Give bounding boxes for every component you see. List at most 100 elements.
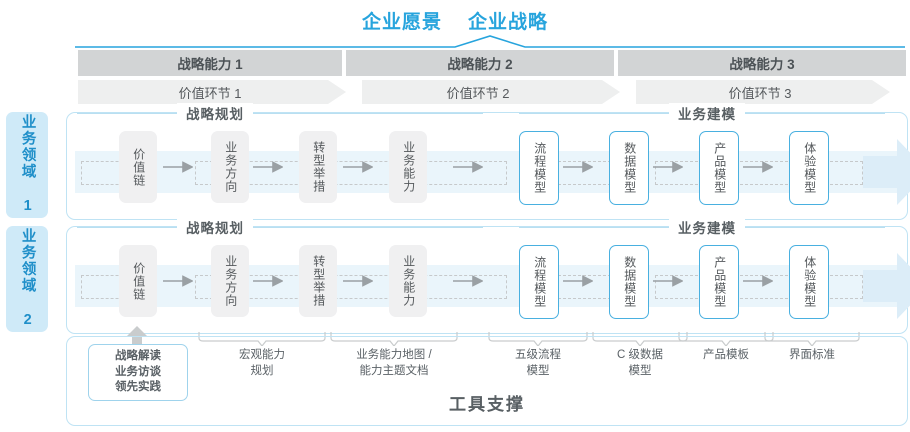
- tool-label-five-level-process: 五级流程 模型: [492, 348, 584, 379]
- tool-label-capability-map: 业务能力地图 / 能力主题文档: [336, 348, 452, 379]
- row-1-step-value-chain[interactable]: 价值链: [119, 131, 157, 203]
- row-2-dash-mid: [195, 275, 507, 299]
- capability-bar-row: 战略能力 1 战略能力 2 战略能力 3: [78, 50, 906, 76]
- row-1-dash-mid: [195, 161, 507, 185]
- bracket-ui-standard: [764, 332, 860, 346]
- title-caret-icon: [75, 35, 905, 48]
- bracket-macro-capability: [198, 332, 326, 346]
- domain-row-1: 战略规划 业务建模 价值链 业务方向 转型举措 业务能力 流程模型 数据模型 产…: [66, 103, 910, 220]
- row-1-step-business-capability[interactable]: 业务能力: [389, 131, 427, 203]
- capability-cell-2: 战略能力 2: [346, 50, 614, 76]
- tool-label-1-line2: 规划: [250, 364, 274, 377]
- row-1-flow-arrow-icon: [863, 139, 910, 205]
- value-cell-1: 价值环节 1: [178, 85, 242, 101]
- tool-label-1-line1: 宏观能力: [239, 349, 285, 361]
- row-2-step-data-model-label: 数据模型: [622, 256, 637, 308]
- bracket-capability-map: [330, 332, 458, 346]
- row-1-arrow-4-icon: [453, 161, 483, 173]
- tool-label-4-line1: C 级数据: [617, 349, 663, 361]
- row-2-step-experience-model-label: 体验模型: [802, 256, 817, 308]
- domain-tab-1-label: 业务领域 1: [19, 114, 36, 216]
- row-1-step-data-model[interactable]: 数据模型: [609, 131, 649, 205]
- row-1-arrow-2-icon: [253, 161, 283, 173]
- row-2-step-product-model[interactable]: 产品模型: [699, 245, 739, 319]
- row-2-step-value-chain-label: 价值链: [131, 261, 146, 301]
- tool-label-strategy-interpretation[interactable]: 战略解读 业务访谈 领先实践: [88, 344, 188, 401]
- tool-label-3-line1: 五级流程: [515, 349, 561, 361]
- tool-label-3-line2: 模型: [526, 364, 550, 377]
- tool-label-macro-capability: 宏观能力 规划: [212, 348, 312, 379]
- row-2-step-transformation[interactable]: 转型举措: [299, 245, 337, 317]
- row-2-arrow-4-icon: [453, 275, 483, 287]
- row-2-arrow-2-icon: [253, 275, 283, 287]
- row-2-step-value-chain[interactable]: 价值链: [119, 245, 157, 317]
- title-enterprise-vision: 企业愿景: [361, 11, 442, 33]
- bracket-data-model: [592, 332, 688, 346]
- row-2-step-business-capability-label: 业务能力: [401, 255, 416, 307]
- chevron-notch-3-icon: [872, 80, 906, 104]
- value-chain-bar-row: 价值环节 1 价值环节 2 价值环节 3: [78, 80, 906, 104]
- row-1-modeling-title: 业务建模: [669, 103, 745, 123]
- tool-label-5-line1: 产品模板: [703, 349, 749, 361]
- row-2-arrow-7-icon: [743, 275, 773, 287]
- row-1-step-experience-model[interactable]: 体验模型: [789, 131, 829, 205]
- row-1-step-business-direction-label: 业务方向: [223, 141, 238, 193]
- row-1-step-product-model-label: 产品模型: [712, 142, 727, 194]
- bracket-product-template: [678, 332, 774, 346]
- row-1-section-modeling: 业务建模: [519, 103, 899, 123]
- row-1-step-process-model-label: 流程模型: [532, 142, 547, 194]
- row-2-step-process-model[interactable]: 流程模型: [519, 245, 559, 319]
- row-2-section-modeling: 业务建模: [519, 217, 899, 237]
- tool-label-ui-standard: 界面标准: [766, 348, 858, 364]
- bracket-process-model: [488, 332, 588, 346]
- diagram-title: 企业愿景 企业战略: [0, 6, 910, 34]
- chevron-notch-1-icon: [328, 80, 362, 104]
- tool-label-0-line3: 领先实践: [115, 381, 161, 394]
- domain-row-2: 战略规划 业务建模 价值链 业务方向 转型举措 业务能力 流程模型 数据模型 产…: [66, 217, 910, 334]
- tool-label-4-line2: 模型: [628, 364, 652, 377]
- row-1-step-process-model[interactable]: 流程模型: [519, 131, 559, 205]
- value-cell-2: 价值环节 2: [446, 85, 510, 101]
- tool-label-0-line1: 战略解读: [115, 350, 161, 362]
- domain-tab-2-label: 业务领域 2: [19, 228, 36, 330]
- row-1-dash-right: [655, 161, 863, 185]
- capability-cell-3: 战略能力 3: [618, 50, 906, 76]
- row-2-arrow-6-icon: [653, 275, 683, 287]
- row-2-arrow-3-icon: [343, 275, 373, 287]
- row-1-planning-title: 战略规划: [177, 103, 253, 123]
- row-1-arrow-1-icon: [163, 161, 193, 173]
- tool-up-arrow-icon: [127, 326, 147, 348]
- row-1-section-planning: 战略规划: [77, 103, 497, 123]
- row-1-step-experience-model-label: 体验模型: [802, 142, 817, 194]
- row-2-step-business-capability[interactable]: 业务能力: [389, 245, 427, 317]
- title-enterprise-strategy: 企业战略: [468, 11, 549, 33]
- row-2-planning-title: 战略规划: [177, 217, 253, 237]
- row-2-dash-right: [655, 275, 863, 299]
- domain-tab-2[interactable]: 业务领域 2: [6, 226, 48, 332]
- tool-label-0-line2: 业务访谈: [115, 365, 161, 378]
- row-2-step-data-model[interactable]: 数据模型: [609, 245, 649, 319]
- tool-label-product-template: 产品模板: [680, 348, 772, 364]
- row-1-step-value-chain-label: 价值链: [131, 147, 146, 187]
- row-1-step-product-model[interactable]: 产品模型: [699, 131, 739, 205]
- row-1-step-business-direction[interactable]: 业务方向: [211, 131, 249, 203]
- row-2-step-product-model-label: 产品模型: [712, 256, 727, 308]
- row-1-arrow-6-icon: [653, 161, 683, 173]
- tool-label-2-line1: 业务能力地图 /: [356, 349, 432, 361]
- row-2-flow-arrow-icon: [863, 253, 910, 319]
- row-2-step-experience-model[interactable]: 体验模型: [789, 245, 829, 319]
- row-1-arrow-3-icon: [343, 161, 373, 173]
- tool-support-title: 工具支撑: [449, 395, 525, 414]
- row-2-arrow-5-icon: [563, 275, 593, 287]
- row-2-step-business-direction[interactable]: 业务方向: [211, 245, 249, 317]
- tool-label-2-line2: 能力主题文档: [359, 364, 429, 377]
- row-1-arrow-7-icon: [743, 161, 773, 173]
- row-1-step-business-capability-label: 业务能力: [401, 141, 416, 193]
- row-2-step-process-model-label: 流程模型: [532, 256, 547, 308]
- row-1-step-data-model-label: 数据模型: [622, 142, 637, 194]
- row-1-step-transformation[interactable]: 转型举措: [299, 131, 337, 203]
- chevron-notch-2-icon: [602, 80, 636, 104]
- row-2-step-transformation-label: 转型举措: [311, 255, 326, 307]
- domain-tab-1[interactable]: 业务领域 1: [6, 112, 48, 218]
